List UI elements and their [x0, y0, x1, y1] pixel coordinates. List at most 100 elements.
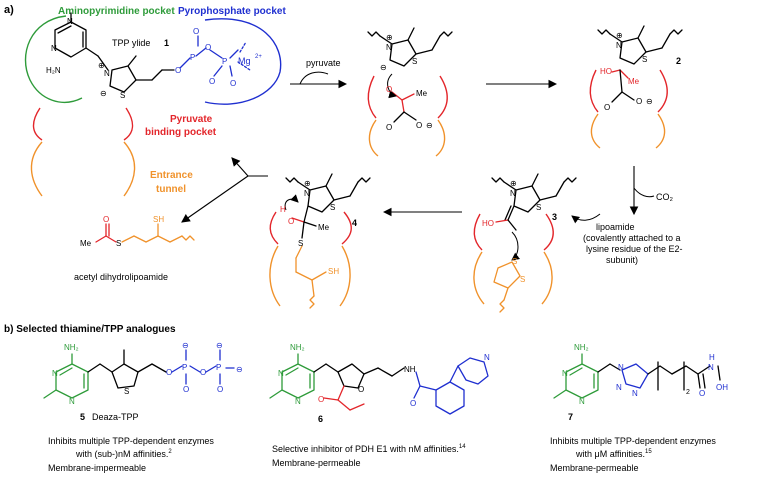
tpp-ylide-label: TPP ylide [112, 38, 150, 48]
int-4-n: N [304, 189, 310, 198]
atom-p-1: P [190, 53, 195, 62]
pyruvate-bound-intermediate [367, 27, 453, 123]
c6-perm: Membrane-permeable [272, 458, 361, 468]
c5-desc-1: Inhibits multiple TPP-dependent enzymes [48, 436, 214, 446]
c6-n2: N [295, 397, 301, 406]
pyrophosphate-pocket-arc [204, 18, 282, 105]
int-2-pocket-left [589, 69, 599, 113]
int-4-h: H [280, 205, 286, 214]
compound-4-number: 4 [352, 218, 357, 228]
pyrophosphate-pocket-label: Pyrophosphate pocket [178, 6, 286, 17]
arrow-pyruvate-curl [299, 71, 329, 85]
c7-n1: N [562, 369, 568, 378]
int-a-pocket-left [367, 75, 377, 119]
c5-name: Deaza-TPP [92, 412, 139, 422]
c6-n-pyridine: N [484, 353, 490, 362]
int-a-o3: O [416, 121, 422, 130]
section-b-label: b) Selected thiamine/TPP analogues [4, 324, 176, 335]
int-a-pocket-right [437, 75, 448, 119]
lipoamide-label-1: lipoamide [596, 222, 635, 232]
acetyl-me: Me [80, 239, 92, 248]
atom-h2n: H₂N [46, 66, 61, 75]
c7-o: O [699, 389, 705, 398]
acetyl-sh: SH [153, 215, 164, 224]
int-2-tunnel-right [655, 113, 666, 149]
c6-o-ketone: O [318, 395, 324, 404]
acetyl-o: O [103, 215, 109, 224]
int-2-o2: O [636, 97, 642, 106]
pyruvate-label: pyruvate [306, 58, 341, 68]
compound-2-number: 2 [676, 56, 681, 66]
int-3-ho: HO [482, 219, 494, 228]
compound-5-structure [43, 349, 235, 399]
c7-perm: Membrane-permeable [550, 463, 639, 473]
int-a-plus: ⊕ [386, 33, 393, 42]
acetyl-s: S [116, 239, 121, 248]
int-3-s: S [536, 203, 541, 212]
int-a-tunnel-right [435, 119, 446, 157]
int-2-plus: ⊕ [616, 31, 623, 40]
compound-6-structure [269, 353, 489, 415]
int-a-tunnel-left [368, 119, 379, 157]
arrow-to-acetyl [181, 175, 249, 223]
int-3-n: N [510, 189, 516, 198]
compound-7-structure [553, 353, 721, 399]
int-4-tunnel-left [269, 245, 281, 307]
int-2-pocket-right [657, 69, 668, 113]
pyruvate-pocket-arc-left [32, 107, 43, 141]
arrow-lipoamide-curl [571, 213, 601, 224]
int-a-minus: ⊖ [380, 63, 387, 72]
c5-p1: P [182, 363, 187, 372]
section-a-label: a) [4, 4, 14, 16]
c7-nh-n: N [708, 363, 714, 372]
int-4-o: O [288, 217, 294, 226]
int-4-me: Me [318, 223, 330, 232]
int-4-s2: S [298, 239, 303, 248]
int-3-s2: S [520, 275, 525, 284]
atom-o-4: O [209, 77, 215, 86]
atom-n-pyr1: N [67, 17, 73, 26]
c6-nh: NH [404, 365, 416, 374]
c6-nh2: NH₂ [290, 343, 305, 352]
c5-perm: Membrane-impermeable [48, 463, 146, 473]
c5-p2: P [216, 363, 221, 372]
lipoamide-label-2: (covalently attached to a [583, 233, 681, 243]
c7-n-tri3: N [632, 389, 638, 398]
c7-number: 7 [568, 412, 573, 422]
int-a-o2: O [386, 123, 392, 132]
int-2-minus: ⊖ [646, 97, 653, 106]
acetyl-dihydrolipoamide-label: acetyl dihydrolipoamide [74, 272, 168, 282]
int-3-tunnel-left [473, 251, 485, 305]
int-2-o1: O [604, 103, 610, 112]
c5-s: S [124, 387, 129, 396]
c5-o4: O [217, 385, 223, 394]
int-a-s: S [412, 57, 417, 66]
int-4-tunnel-right [339, 245, 351, 307]
int-a-o: O [386, 85, 392, 94]
int-4-plus: ⊕ [304, 179, 311, 188]
int-a-me: Me [416, 89, 428, 98]
int-2-s: S [642, 55, 647, 64]
atom-minus-1: ⊖ [100, 89, 107, 98]
entrance-tunnel-label-1: Entrance [150, 170, 193, 181]
int-2-n: N [616, 41, 622, 50]
aminopyrimidine-pocket-arc [24, 15, 83, 103]
atom-o-5: O [230, 79, 236, 88]
int-3-plus: ⊕ [510, 179, 517, 188]
c7-n-tri1: N [618, 363, 624, 372]
entrance-tunnel-label-2: tunnel [156, 184, 186, 195]
c7-desc-2: with μM affinities.15 [575, 449, 652, 459]
c7-sub2: 2 [686, 389, 690, 396]
c5-nh2: NH₂ [64, 343, 79, 352]
entrance-tunnel-arc-left [30, 141, 43, 197]
arrow-to-ylide [231, 157, 249, 177]
acetyl-dihydrolipoamide-structure [95, 223, 195, 243]
int-3-pocket-left [473, 213, 483, 251]
c6-desc-1: Selective inhibitor of PDH E1 with nM af… [272, 444, 466, 454]
int-2-ho: HO [600, 67, 612, 76]
c7-nh-h: H [709, 353, 715, 362]
intermediate-4-structure [284, 173, 371, 309]
lipoamide-label-3: lysine residue of the E2- [586, 244, 683, 254]
atom-p-2: P [222, 57, 227, 66]
atom-mg-charge: 2+ [255, 54, 262, 60]
